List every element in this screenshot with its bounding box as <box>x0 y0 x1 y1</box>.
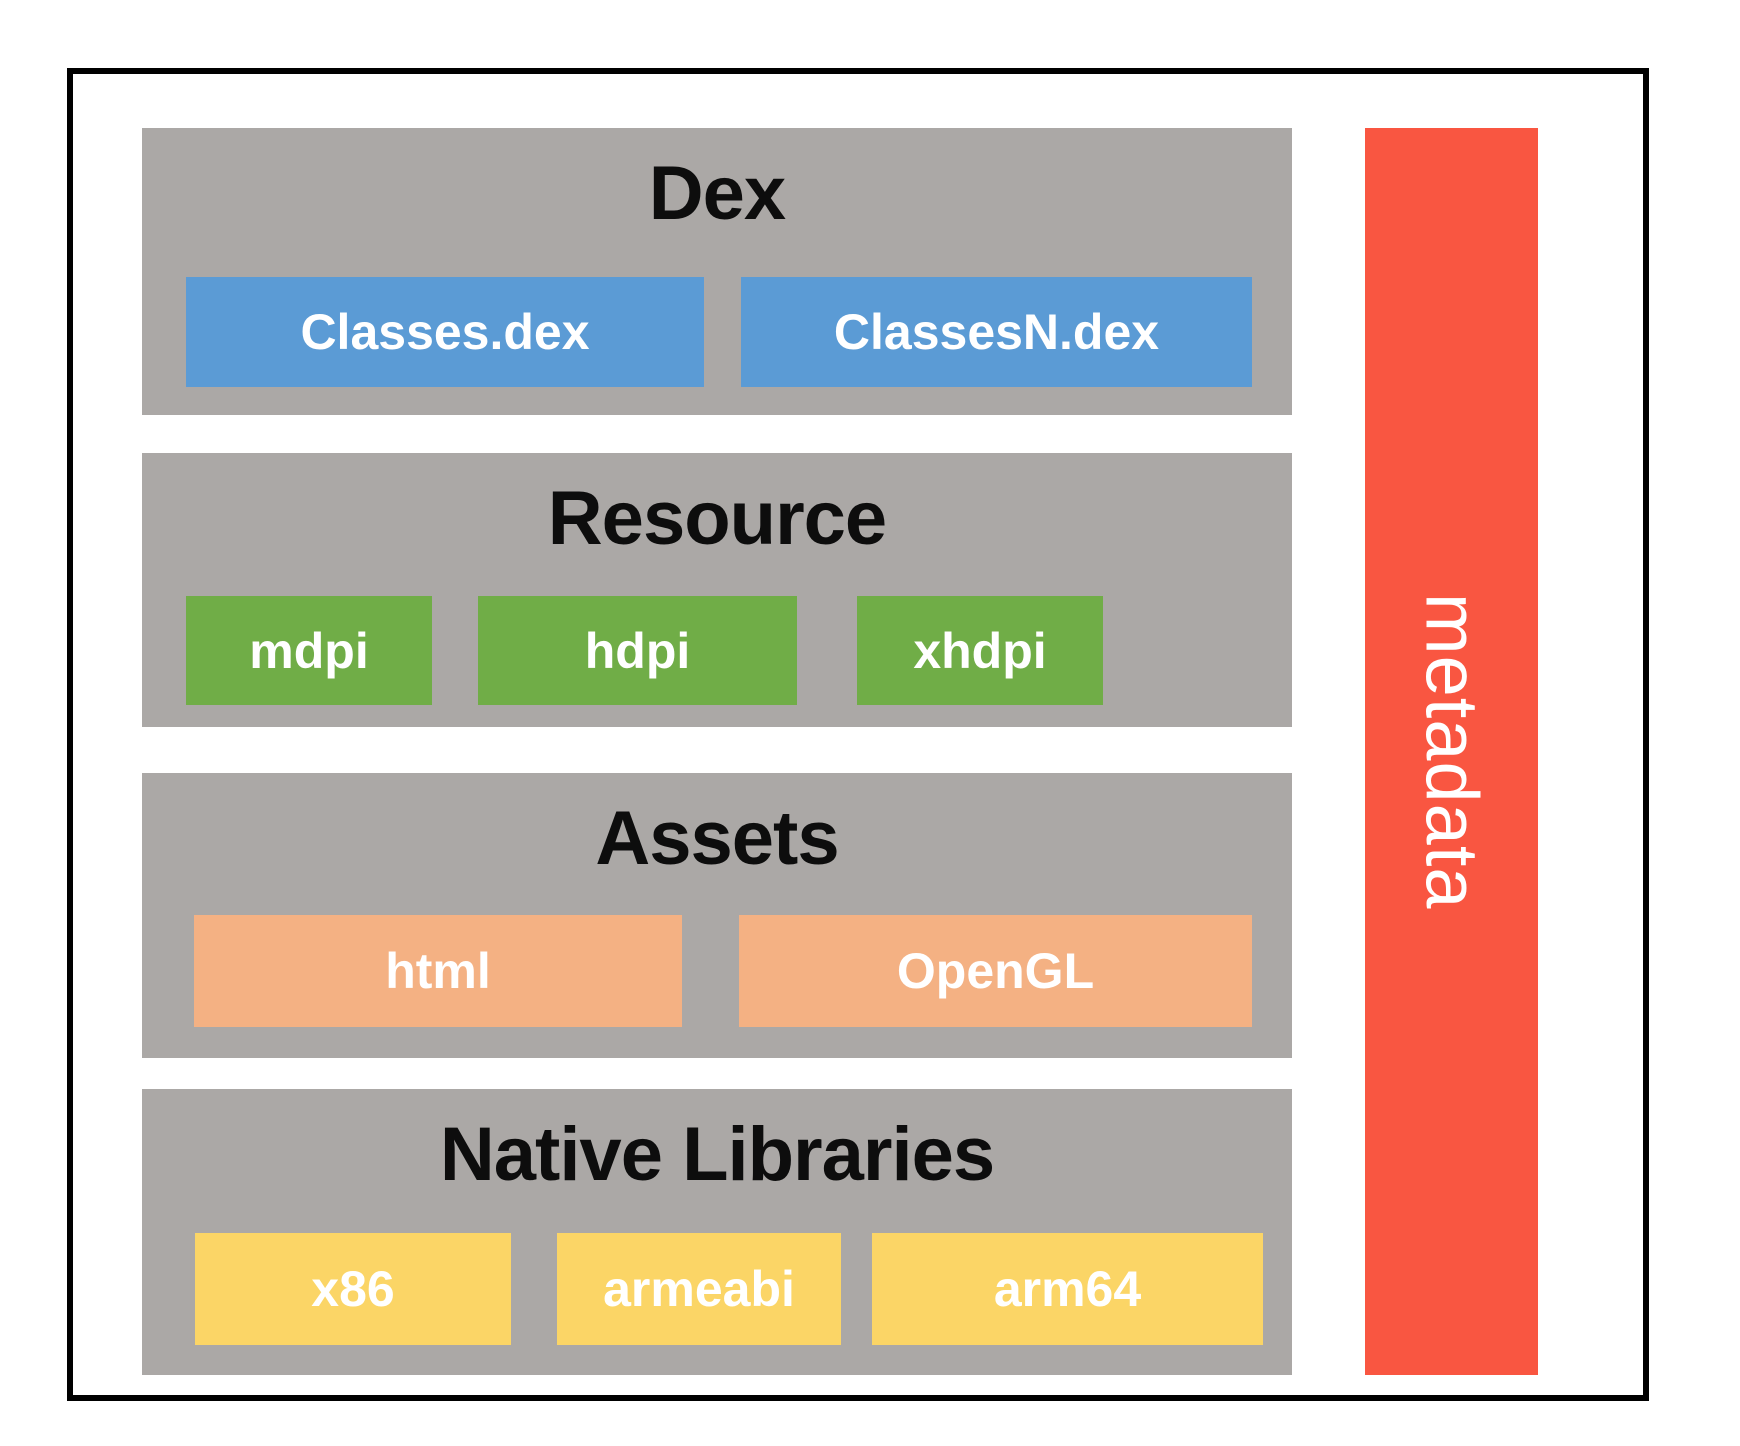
section-assets-title: Assets <box>595 796 839 881</box>
metadata-bar: metadata <box>1365 128 1538 1375</box>
box-armeabi: armeabi <box>557 1233 841 1345</box>
box-classes-dex: Classes.dex <box>186 277 704 387</box>
box-hdpi: hdpi <box>478 596 797 705</box>
box-classesn-dex: ClassesN.dex <box>741 277 1252 387</box>
section-dex: Dex Classes.dex ClassesN.dex <box>142 128 1292 415</box>
section-native-libraries-title: Native Libraries <box>439 1112 995 1197</box>
box-html: html <box>194 915 682 1027</box>
box-xhdpi: xhdpi <box>857 596 1103 705</box>
box-x86: x86 <box>195 1233 511 1345</box>
diagram-outer-frame <box>67 68 1649 1401</box>
box-arm64: arm64 <box>872 1233 1263 1345</box>
metadata-bar-label: metadata <box>1410 593 1494 910</box>
box-mdpi: mdpi <box>186 596 432 705</box>
section-assets: Assets html OpenGL <box>142 773 1292 1058</box>
section-native-libraries: Native Libraries x86 armeabi arm64 <box>142 1089 1292 1375</box>
section-resource-title: Resource <box>547 476 887 561</box>
section-resource: Resource mdpi hdpi xhdpi <box>142 453 1292 727</box>
section-dex-title: Dex <box>648 151 786 236</box>
box-opengl: OpenGL <box>739 915 1252 1027</box>
